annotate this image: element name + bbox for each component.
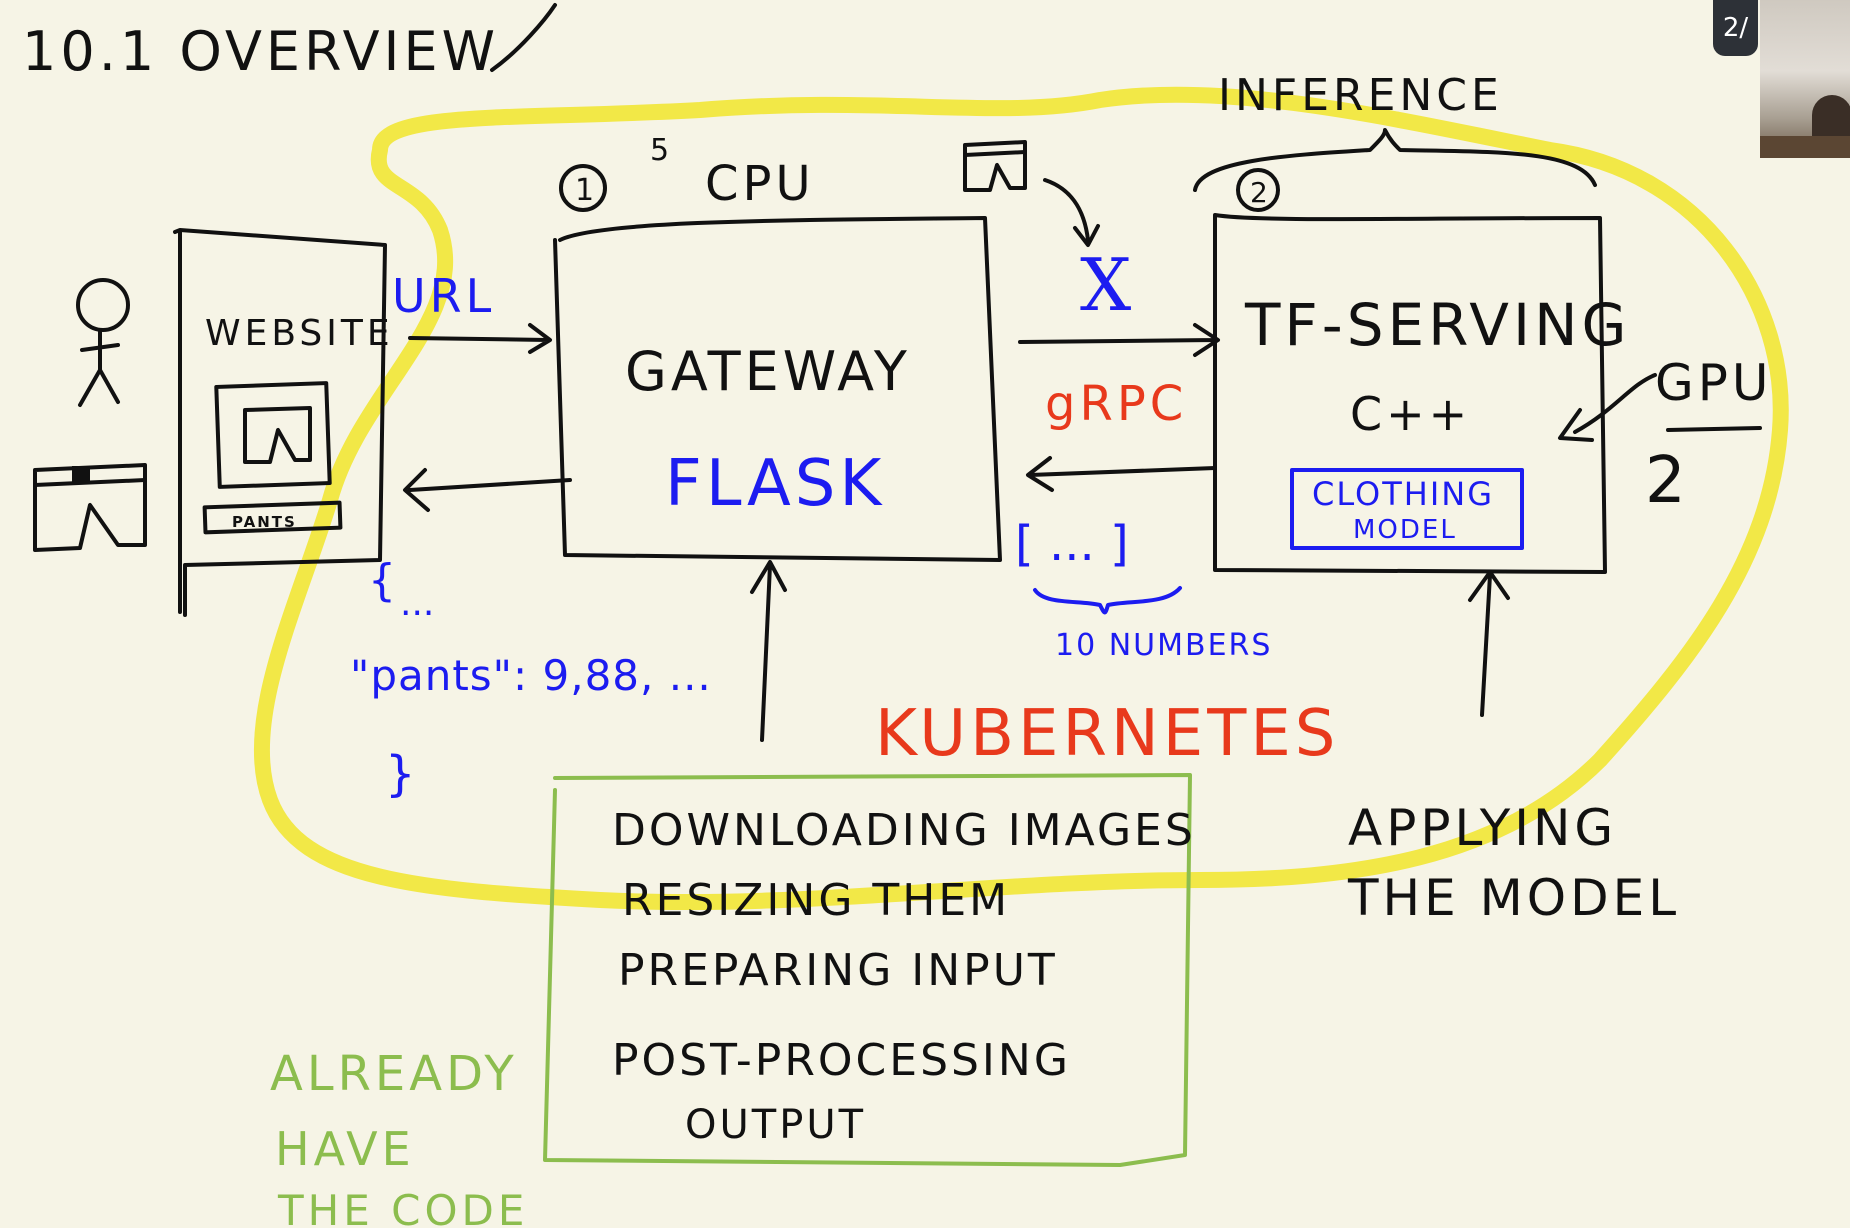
step-one-circle	[559, 164, 607, 212]
numbers-brace	[1033, 586, 1182, 615]
request-arrow	[1018, 323, 1220, 357]
slide-counter-badge: 2/	[1713, 0, 1758, 56]
note-five: 5	[650, 133, 669, 168]
task-post-processing: POST-PROCESSING	[612, 1035, 1071, 1086]
slide-counter-text: 2/	[1722, 13, 1749, 43]
x-tensor-label: X	[1080, 243, 1131, 327]
json-pants-line: "pants": 9,88, ...	[350, 651, 712, 700]
gpu-count: 2	[1645, 444, 1686, 518]
json-close-brace: }	[385, 746, 416, 802]
tfserving-title: TF-SERVING	[1244, 291, 1630, 359]
url-arrow	[408, 323, 552, 354]
response-arrow	[403, 468, 572, 512]
grpc-response-arrow	[1026, 456, 1217, 492]
already-line1: ALREADY	[270, 1046, 518, 1102]
website-box	[173, 228, 387, 617]
pants-button: PANTS	[232, 513, 297, 531]
task-downloading: DOWNLOADING IMAGES	[612, 805, 1196, 856]
inference-label: INFERENCE	[1218, 70, 1503, 121]
task-output: OUTPUT	[685, 1102, 866, 1148]
gateway-box	[553, 216, 1002, 562]
page-title: 10.1 OVERVIEW	[22, 20, 499, 83]
task-preparing: PREPARING INPUT	[618, 945, 1058, 996]
grpc-label: gRPC	[1045, 376, 1187, 432]
webcam-shelf	[1760, 136, 1850, 158]
webcam-thumbnail[interactable]	[1760, 0, 1850, 158]
user-figure-icon	[76, 278, 130, 407]
gateway-tasks-arrow	[750, 560, 787, 742]
webcam-person	[1812, 95, 1850, 140]
kubernetes-label: KUBERNETES	[875, 697, 1339, 771]
title-underline-stroke	[490, 3, 557, 72]
clothing-model-line2: MODEL	[1353, 515, 1457, 545]
already-line2: HAVE	[275, 1122, 415, 1176]
pants-icon	[33, 463, 147, 552]
tfserving-box	[1193, 128, 1607, 574]
cpu-label: CPU	[705, 156, 815, 212]
step-one-number: 1	[575, 173, 594, 208]
gateway-tasks-box	[543, 773, 1192, 1167]
json-open-brace: {	[368, 555, 396, 606]
applying-line2: THE MODEL	[1347, 869, 1680, 927]
step-two-number: 2	[1250, 176, 1268, 209]
already-line3: THE CODE	[277, 1186, 528, 1228]
url-label: URL	[392, 269, 495, 323]
gpu-arrow	[1558, 373, 1657, 442]
gpu-underline	[1666, 426, 1762, 432]
gateway-flask: FLASK	[665, 447, 885, 521]
kubernetes-boundary	[253, 86, 1789, 911]
json-dots: ...	[400, 583, 434, 624]
task-resizing: RESIZING THEM	[622, 875, 1010, 926]
applying-model-arrow	[1468, 570, 1510, 717]
clothing-model-box	[1290, 468, 1524, 550]
website-label: WEBSITE	[205, 313, 394, 354]
small-pants-icon	[963, 140, 1100, 247]
applying-line1: APPLYING	[1348, 799, 1617, 857]
step-two-circle	[1236, 168, 1280, 212]
clothing-model-line1: CLOTHING	[1312, 475, 1494, 513]
gateway-title: GATEWAY	[625, 340, 911, 403]
tfserving-lang: C++	[1350, 387, 1471, 441]
numbers-label: 10 NUMBERS	[1055, 628, 1272, 663]
gpu-label: GPU	[1655, 354, 1773, 412]
array-label: [ ... ]	[1015, 516, 1129, 572]
